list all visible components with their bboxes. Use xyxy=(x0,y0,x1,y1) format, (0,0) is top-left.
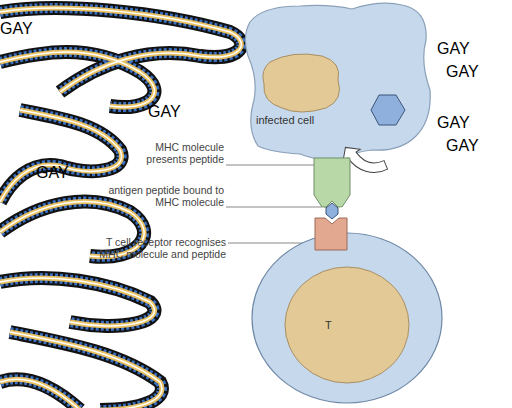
mhc-molecule xyxy=(314,158,350,207)
t-cell-shape xyxy=(250,232,446,408)
callout-label: MHC molecule presents peptide xyxy=(118,141,224,165)
protein-ribbons xyxy=(0,8,241,408)
watermark-text: GAY xyxy=(446,137,479,155)
watermark-text: GAY xyxy=(437,40,470,58)
watermark-text: GAY xyxy=(0,20,33,38)
t-cell: T xyxy=(250,232,446,408)
antigen-peptide xyxy=(326,203,338,219)
watermark-text: GAY xyxy=(36,164,69,182)
infected-cell: infected cell xyxy=(244,0,436,166)
watermark-text: GAY xyxy=(437,114,470,132)
leader-lines xyxy=(226,165,326,243)
callout-label: T cell receptor recognises MHC molecule … xyxy=(84,236,226,260)
watermark-text: GAY xyxy=(446,63,479,81)
callout-label: antigen peptide bound to MHC molecule xyxy=(104,184,224,208)
infected-cell-shape xyxy=(244,0,436,166)
watermark-text: GAY xyxy=(148,103,181,121)
cell-label: infected cell xyxy=(256,114,314,126)
cell-label: T xyxy=(325,319,332,331)
t-cell-receptor xyxy=(315,218,347,250)
